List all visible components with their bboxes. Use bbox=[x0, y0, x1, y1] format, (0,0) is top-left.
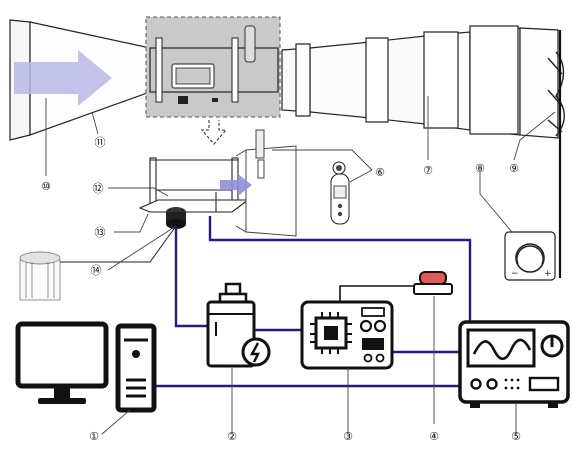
callout-11: ⑪ bbox=[95, 136, 106, 149]
callout-6: ⑥ bbox=[375, 166, 385, 179]
flange-2 bbox=[365, 37, 389, 123]
flange-1 bbox=[295, 43, 311, 117]
controller-board bbox=[300, 300, 394, 370]
speed-knob: − + bbox=[504, 231, 556, 281]
nozzle-assembly bbox=[235, 129, 297, 237]
diffuser-segment-6 bbox=[519, 27, 559, 139]
wind-tunnel bbox=[9, 19, 559, 141]
power-supply bbox=[206, 282, 271, 368]
desktop-computer bbox=[15, 321, 157, 413]
signal-wires bbox=[154, 216, 472, 388]
svg-text:−: − bbox=[511, 269, 519, 279]
diffuser-segment-2 bbox=[309, 41, 371, 119]
callout-2: ② bbox=[227, 430, 237, 443]
callout-12: ⑫ bbox=[93, 182, 104, 195]
test-section bbox=[145, 16, 281, 118]
push-button bbox=[413, 271, 453, 295]
callout-14: ⑭ bbox=[91, 264, 102, 277]
callout-10: ⑩ bbox=[41, 180, 51, 193]
callout-3: ③ bbox=[343, 430, 353, 443]
callout-8: ⑧ bbox=[475, 162, 485, 175]
flange-3 bbox=[423, 31, 459, 129]
probe-rod bbox=[244, 25, 256, 63]
callout-7: ⑦ bbox=[423, 164, 433, 177]
flange-4 bbox=[469, 25, 519, 135]
zoom-arrow bbox=[200, 120, 228, 145]
oscilloscope bbox=[458, 320, 570, 408]
callouts: ① ② ③ ④ ⑤ ⑥ ⑦ ⑧ ⑨ ⑩ ⑪ ⑫ ⑬ ⑭ bbox=[41, 136, 521, 443]
rotary-motor bbox=[166, 207, 186, 229]
callout-5: ⑤ bbox=[511, 430, 521, 443]
callout-1: ① bbox=[89, 430, 99, 443]
callout-13: ⑬ bbox=[95, 226, 106, 239]
svg-text:+: + bbox=[544, 269, 552, 279]
specimen bbox=[19, 251, 61, 301]
sensor-wire bbox=[60, 225, 177, 263]
sound-level-meter bbox=[330, 161, 350, 225]
nozzle-flow-arrow bbox=[220, 174, 252, 196]
callout-4: ④ bbox=[429, 430, 439, 443]
inflow-arrow bbox=[14, 50, 112, 106]
button-wire bbox=[339, 285, 420, 302]
callout-9: ⑨ bbox=[509, 162, 519, 175]
leader-lines bbox=[45, 96, 556, 435]
